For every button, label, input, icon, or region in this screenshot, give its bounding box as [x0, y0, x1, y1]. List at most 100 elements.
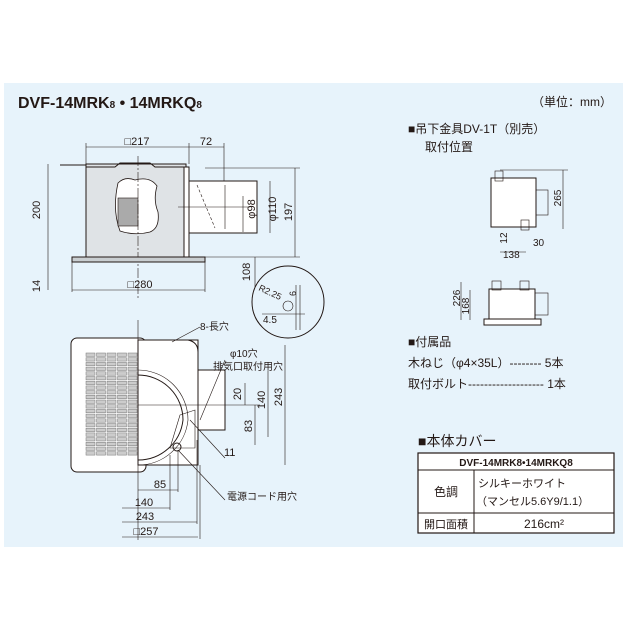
grille-slot: [106, 399, 117, 404]
grille-slot: [106, 442, 117, 446]
grille-slot: [106, 451, 117, 456]
grille-slot: [96, 418, 106, 423]
grille-slot: [106, 432, 117, 437]
color-value-line2: （マンセル5.6Y9/1.1）: [476, 495, 589, 508]
grille-slot: [85, 376, 96, 381]
grille-slot: [85, 446, 96, 451]
cover-table-header: DVF-14MRK8•14MRKQ8: [459, 458, 573, 469]
grille-slot: [117, 380, 127, 385]
grille-slot: [85, 432, 96, 437]
dim-140-h: 140: [135, 497, 153, 509]
opening-area-value: 216cm²: [524, 517, 564, 531]
accessory-wood-screw: 木ねじ（φ4×35L）-------- 5本: [408, 356, 563, 370]
dim-85: 85: [154, 479, 166, 491]
dim-phi110: φ110: [267, 197, 279, 222]
grille-slot: [127, 437, 138, 442]
grille-slot: [117, 413, 127, 418]
grille-slot: [85, 371, 96, 376]
grille-slot: [96, 404, 106, 409]
cover-table: [417, 452, 615, 534]
grille-slot: [117, 395, 127, 399]
grille-slot: [85, 357, 96, 362]
grille-slot: [96, 357, 106, 362]
grille-slot: [106, 427, 117, 432]
accessories-heading: ■付属品: [408, 335, 451, 349]
grille-slot: [85, 385, 96, 390]
dim-30: 30: [533, 238, 545, 249]
hanger-heading: ■吊下金具DV-1T（別売）: [408, 121, 545, 136]
grille-slot: [127, 451, 138, 456]
dim-6: 6: [288, 291, 298, 296]
dim-72: 72: [200, 136, 212, 148]
grille-slot: [117, 437, 127, 442]
grille-slot: [117, 423, 127, 428]
grille-slot: [96, 423, 106, 428]
grille-slot: [106, 385, 117, 390]
grille-slot: [85, 352, 96, 357]
grille-slot: [117, 442, 127, 446]
dim-243-v: 243: [273, 388, 285, 406]
dim-280: □280: [128, 279, 153, 291]
side-view-drawing: [47, 143, 300, 300]
dim-168: 168: [461, 297, 472, 314]
grille-slot: [96, 437, 106, 442]
grille-slot: [106, 352, 117, 357]
grille-slot: [117, 404, 127, 409]
dim-226: 226: [452, 289, 463, 306]
grille-slot: [96, 427, 106, 432]
grille-slot: [106, 404, 117, 409]
grille-slot: [127, 380, 138, 385]
grille-slot: [85, 409, 96, 414]
cover-heading: ■本体カバー: [418, 433, 496, 449]
dim-138: 138: [503, 250, 520, 261]
grille-slot: [117, 376, 127, 381]
grille-slot: [96, 395, 106, 399]
dim-11: 11: [224, 447, 235, 459]
grille-slot: [85, 362, 96, 367]
grille-slot: [106, 357, 117, 362]
grille-slot: [127, 442, 138, 446]
dim-265: 265: [553, 189, 564, 206]
grille-slot: [96, 446, 106, 451]
grille-slot: [127, 371, 138, 376]
grille-slot: [85, 427, 96, 432]
grille-slot: [117, 432, 127, 437]
slot-detail-drawing: [251, 265, 325, 339]
label-power-cord-hole: 電源コード用穴: [227, 490, 297, 503]
dim-257: □257: [134, 526, 159, 538]
bottom-view-drawing: [70, 320, 286, 540]
grille-slot: [127, 366, 138, 371]
grille-slot: [127, 418, 138, 423]
dim-200: 200: [31, 201, 43, 219]
grille-slot: [127, 376, 138, 381]
grille-slot: [96, 413, 106, 418]
grille-slot: [117, 427, 127, 432]
grille-slot: [106, 418, 117, 423]
grille-slot: [127, 404, 138, 409]
opening-area-label: 開口面積: [424, 517, 468, 531]
grille-slot: [96, 376, 106, 381]
grille-slot: [96, 371, 106, 376]
color-label: 色調: [434, 485, 458, 499]
grille-slot: [127, 385, 138, 390]
grille-slot: [85, 418, 96, 423]
dim-14: 14: [31, 280, 43, 292]
grille-slot: [85, 413, 96, 418]
hanger-drawing: [460, 169, 568, 326]
label-phi10-hole: φ10穴: [230, 347, 258, 360]
grille-slot: [117, 385, 127, 390]
grille-slot: [117, 357, 127, 362]
dim-phi98: φ98: [246, 199, 258, 218]
grille-slot: [96, 409, 106, 414]
dim-12: 12: [499, 232, 510, 244]
grille-slot: [85, 437, 96, 442]
grille-slot: [127, 362, 138, 367]
grille-slot: [106, 409, 117, 414]
hanger-subheading: 取付位置: [425, 139, 473, 154]
grille-slot: [96, 451, 106, 456]
grille-slot: [117, 409, 127, 414]
grille-slot: [127, 399, 138, 404]
grille-slot: [85, 380, 96, 385]
dim-197: 197: [283, 203, 295, 221]
grille-slot: [96, 385, 106, 390]
